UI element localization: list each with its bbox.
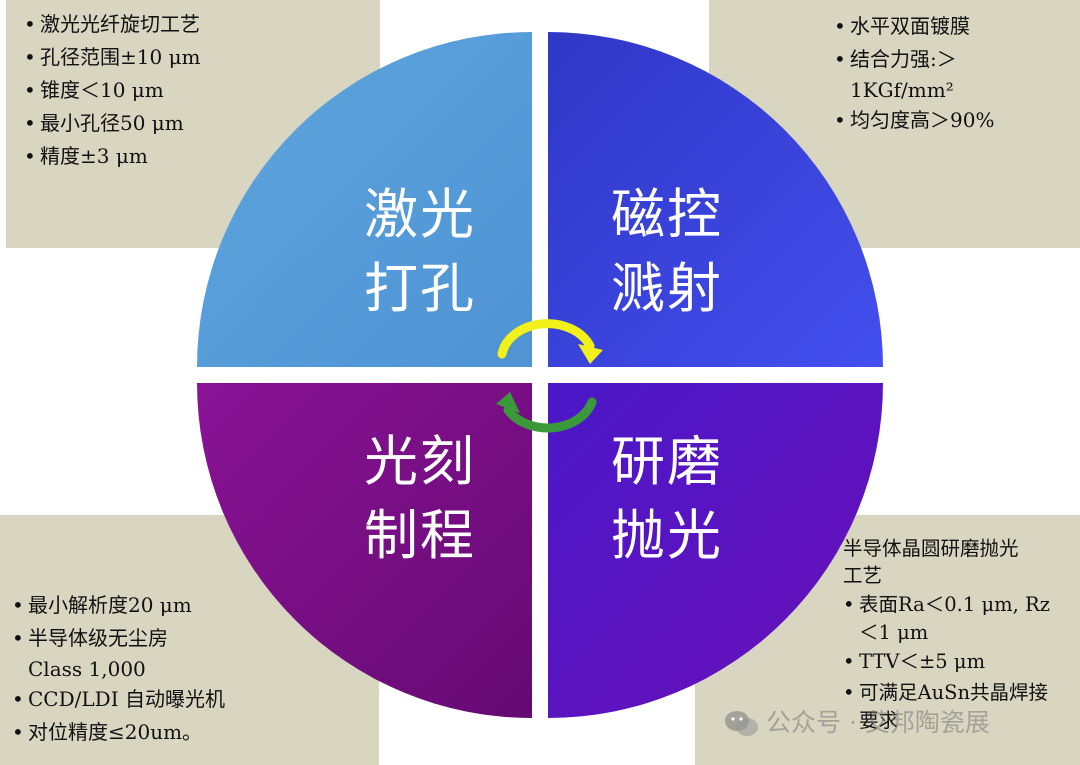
panel-item: 对位精度≤20um。	[12, 716, 379, 749]
panel-item-continued: ＜1 μm	[859, 621, 929, 644]
label-magnetron-sputtering: 磁控 溅射	[611, 178, 723, 326]
label-line: 抛光	[611, 504, 723, 567]
watermark-text: 公众号 · 艾邦陶瓷展	[766, 708, 990, 737]
cycle-arrow-top-icon	[497, 319, 603, 364]
panel-item: TTV＜±5 μm	[843, 646, 1080, 677]
panel-item: 半导体级无尘房	[12, 622, 379, 655]
panel-item: CCD/LDI 自动曝光机	[12, 683, 379, 716]
label-line: 磁控	[611, 183, 723, 246]
label-line: 溅射	[611, 257, 723, 320]
panel-item: 最小孔径50 μm	[24, 107, 380, 140]
panel-item-continued: Class 1,000	[28, 657, 146, 681]
panel-heading-continued: 工艺	[843, 564, 883, 587]
panel-heading: 半导体晶圆研磨抛光	[843, 537, 1019, 560]
panel-item-continued: 1KGf/mm²	[850, 78, 954, 102]
panel-item: 表面Ra＜0.1 μm, Rz	[843, 589, 1080, 620]
panel-item-continued: 要求	[859, 709, 899, 732]
panel-item: 精度±3 μm	[24, 140, 380, 173]
panel-item: 孔径范围±10 μm	[24, 41, 380, 74]
label-laser-drilling: 激光 打孔	[364, 178, 476, 326]
quadrant-magnetron-sputtering	[548, 32, 883, 367]
label-line: 研磨	[611, 430, 723, 493]
watermark: 公众号 · 艾邦陶瓷展	[724, 703, 990, 739]
panel-item: 水平双面镀膜	[834, 10, 1080, 43]
label-line: 激光	[364, 183, 476, 246]
panel-item: 均匀度高＞90%	[834, 104, 1080, 137]
panel-item: 激光光纤旋切工艺	[24, 8, 380, 41]
cycle-arrow-bottom-icon	[496, 392, 597, 433]
quadrant-laser-drilling	[197, 32, 532, 367]
label-line: 打孔	[364, 257, 476, 320]
label-grinding-polishing: 研磨 抛光	[611, 425, 723, 573]
panel-item: 最小解析度20 μm	[12, 589, 379, 622]
panel-item: 结合力强:＞	[834, 43, 1080, 76]
label-line: 光刻	[364, 430, 476, 493]
quadrant-photolithography	[197, 383, 532, 718]
panel-item: 可满足AuSn共晶焊接	[843, 677, 1080, 708]
panel-item: 锥度＜10 μm	[24, 74, 380, 107]
label-photolithography: 光刻 制程	[364, 425, 476, 573]
wechat-icon	[725, 711, 758, 736]
label-line: 制程	[364, 504, 476, 567]
quadrant-grinding-polishing	[548, 383, 883, 718]
